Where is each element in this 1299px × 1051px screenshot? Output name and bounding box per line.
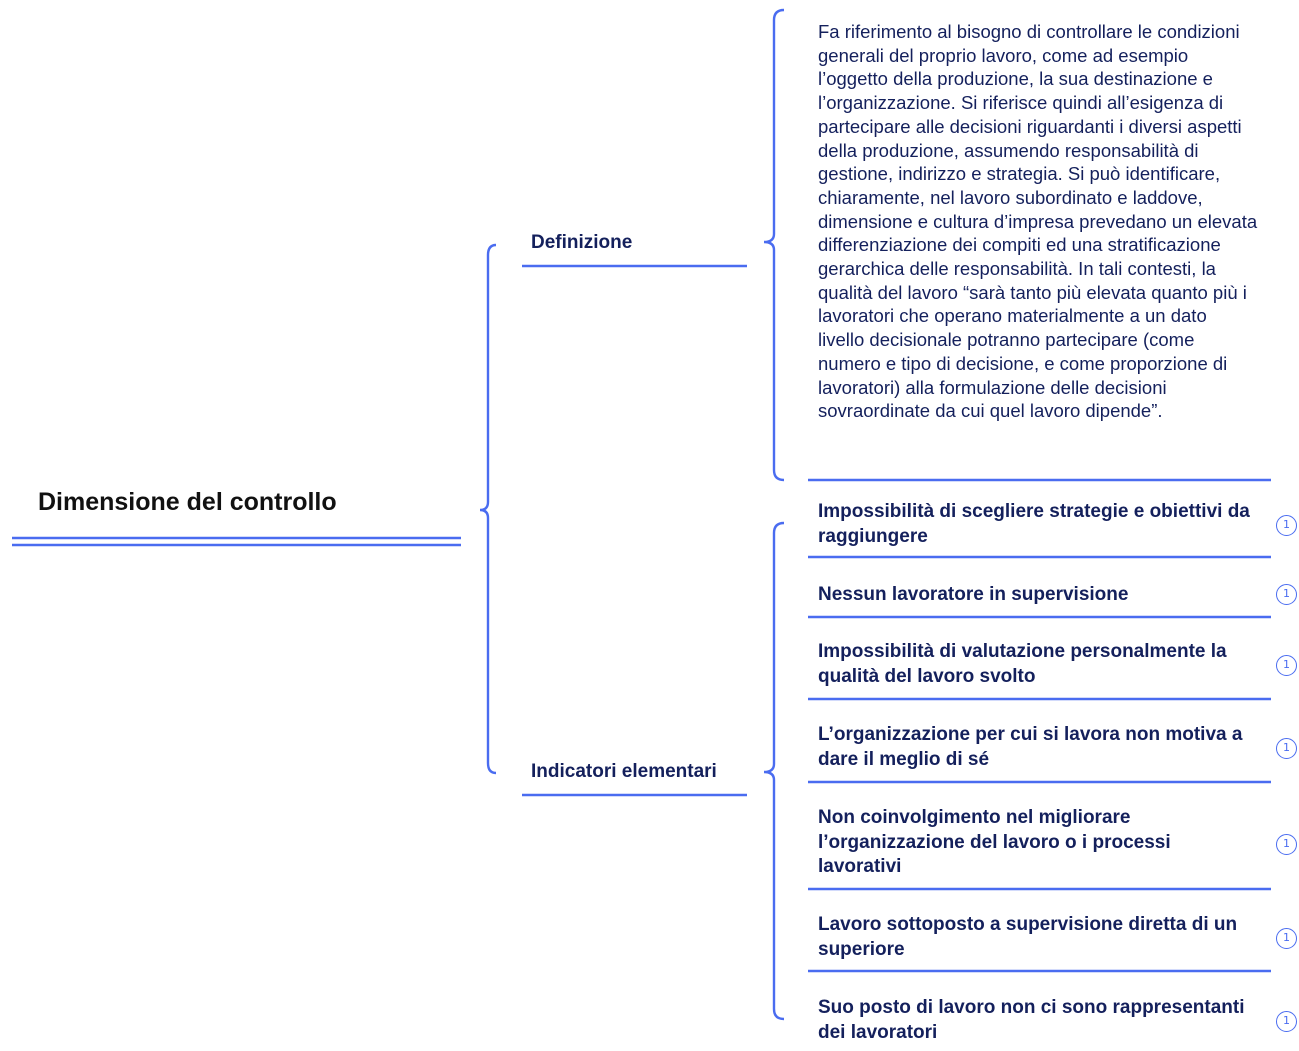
indicator-item-1[interactable]: Impossibilità di scegliere strategie e o… [818,501,1250,547]
indicator-item-2[interactable]: Nessun lavoratore in supervisione [818,584,1129,605]
indicator-1-count-badge[interactable]: 1 [1276,515,1297,536]
indicator-7-count-badge[interactable]: 1 [1276,1011,1297,1032]
indicator-3-count-badge[interactable]: 1 [1276,655,1297,676]
indicator-item-5[interactable]: Non coinvolgimento nel migliorare l’orga… [818,807,1171,878]
indicator-item-7[interactable]: Suo posto di lavoro non ci sono rapprese… [818,997,1245,1043]
indicator-5-count-badge[interactable]: 1 [1276,834,1297,855]
indicator-6-count-badge[interactable]: 1 [1276,928,1297,949]
indicators-brace [763,521,785,1021]
root-brace [479,243,497,775]
root-node-title[interactable]: Dimensione del controllo [38,488,337,516]
indicator-4-count-badge[interactable]: 1 [1276,738,1297,759]
indicator-item-6[interactable]: Lavoro sottoposto a supervisione diretta… [818,914,1238,960]
indicator-item-4[interactable]: L’organizzazione per cui si lavora non m… [818,724,1243,770]
definition-branch-label[interactable]: Definizione [531,232,633,253]
indicator-item-3[interactable]: Impossibilità di valutazione personalmen… [818,641,1227,687]
definition-brace [763,8,785,482]
indicators-branch-label[interactable]: Indicatori elementari [531,761,717,782]
indicator-2-count-badge[interactable]: 1 [1276,584,1297,605]
definition-text[interactable]: Fa riferimento al bisogno di controllare… [818,21,1258,422]
